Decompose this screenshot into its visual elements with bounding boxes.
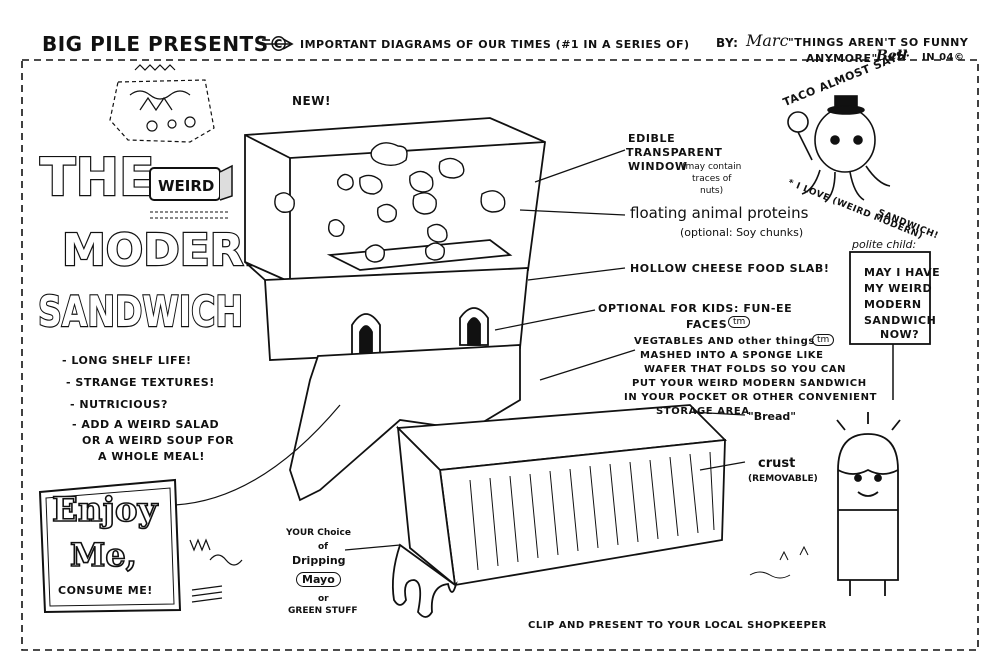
veg-callout: WAFER THAT FOLDS SO YOU CAN xyxy=(644,364,847,375)
bubble-line: MODERN xyxy=(864,298,922,311)
header-arrow-icon xyxy=(262,38,294,50)
bubble-line: MAY I HAVE xyxy=(864,266,941,279)
new-label: NEW! xyxy=(292,94,331,108)
veg-callout: IN YOUR POCKET OR OTHER CONVENIENT xyxy=(624,392,877,403)
proteins-note: (optional: Soy chunks) xyxy=(680,226,804,239)
byline-date: IN 04© xyxy=(922,52,965,63)
choice-callout: or xyxy=(318,594,329,604)
title-sandwich: SANDWICH xyxy=(38,287,243,336)
grass-doodle xyxy=(749,545,809,579)
footer-clip-text: CLIP AND PRESENT TO YOUR LOCAL SHOPKEEPE… xyxy=(528,620,827,631)
cheese-callout: HOLLOW CHEESE FOOD SLAB! xyxy=(630,262,830,275)
byline-prefix: BY: xyxy=(716,36,739,50)
bubble-line: SANDWICH xyxy=(864,314,937,327)
taco-character xyxy=(787,95,891,203)
choice-callout: GREEN STUFF xyxy=(288,606,358,616)
window-callout: WINDOW xyxy=(628,160,688,173)
feature-item: OR A WEIRD SOUP FOR xyxy=(82,434,235,447)
proteins-callout: floating animal proteins xyxy=(630,204,809,222)
byline-last-name: Bell xyxy=(876,48,908,64)
mayo-badge: Mayo xyxy=(296,572,341,587)
me-text: Me, xyxy=(69,535,138,575)
choice-callout: Dripping xyxy=(292,554,346,567)
crust-hatching xyxy=(469,451,715,571)
feature-item: A WHOLE MEAL! xyxy=(98,450,205,463)
crust-note: (REMOVABLE) xyxy=(748,474,818,484)
sandwich-illustration xyxy=(174,117,746,618)
window-callout: EDIBLE xyxy=(628,132,676,145)
polite-child-label: polite child: xyxy=(852,238,917,251)
dashed-coupon-border xyxy=(21,59,979,651)
feature-item: - LONG SHELF LIFE! xyxy=(62,354,192,367)
title-the: THE xyxy=(40,148,155,208)
veg-callout: MASHED INTO A SPONGE LIKE xyxy=(640,350,824,361)
window-note: nuts) xyxy=(700,186,724,196)
window-note: (may contain xyxy=(682,162,742,172)
enjoy-me-sign xyxy=(38,478,182,614)
feature-item: - ADD A WEIRD SALAD xyxy=(72,418,220,431)
polite-child-character xyxy=(836,412,901,596)
veg-callout: VEGTABLES AND other things xyxy=(634,336,815,347)
child-speech-bubble xyxy=(849,251,931,400)
byline-quote-2: ANYMORE" xyxy=(806,52,878,65)
feature-item: - STRANGE TEXTURES! xyxy=(66,376,215,389)
choice-callout: YOUR Choice xyxy=(286,528,351,538)
bread-callout: "Bread" xyxy=(748,410,797,423)
window-callout: TRANSPARENT xyxy=(626,146,723,159)
feature-item: - NUTRICIOUS? xyxy=(70,398,168,411)
title-block: THE WEIRD MODERN SANDWICH xyxy=(37,147,282,337)
protein-chunks xyxy=(274,142,506,263)
crust-callout: crust xyxy=(758,456,796,471)
squiggle-doodle xyxy=(189,538,243,603)
doodle-scribble-box xyxy=(109,64,215,143)
choice-callout: of xyxy=(318,542,329,552)
faces-callout: OPTIONAL FOR KIDS: FUN-EE xyxy=(598,302,793,315)
tm-badge: tm xyxy=(812,334,835,346)
window-note: traces of xyxy=(692,174,732,184)
faces-callout: FACES xyxy=(686,318,728,331)
enjoy-text: Enjoy xyxy=(51,489,158,531)
veg-callout: STORAGE AREA xyxy=(656,406,750,417)
byline-first-name: Marc xyxy=(746,31,789,50)
bubble-line: NOW? xyxy=(880,328,920,341)
byline-quote-1: "THINGS AREN'T SO FUNNY xyxy=(788,36,969,49)
consume-me-text: CONSUME ME! xyxy=(58,584,153,597)
series-subtitle: IMPORTANT DIAGRAMS OF OUR TIMES (#1 IN A… xyxy=(300,38,690,51)
veg-callout: PUT YOUR WEIRD MODERN SANDWICH xyxy=(632,378,867,389)
title-weird: WEIRD xyxy=(158,177,214,195)
tm-badge: tm xyxy=(728,316,751,328)
presenter-title: BIG PILE PRESENTS© xyxy=(42,32,290,56)
bubble-line: MY WEIRD xyxy=(864,282,933,295)
